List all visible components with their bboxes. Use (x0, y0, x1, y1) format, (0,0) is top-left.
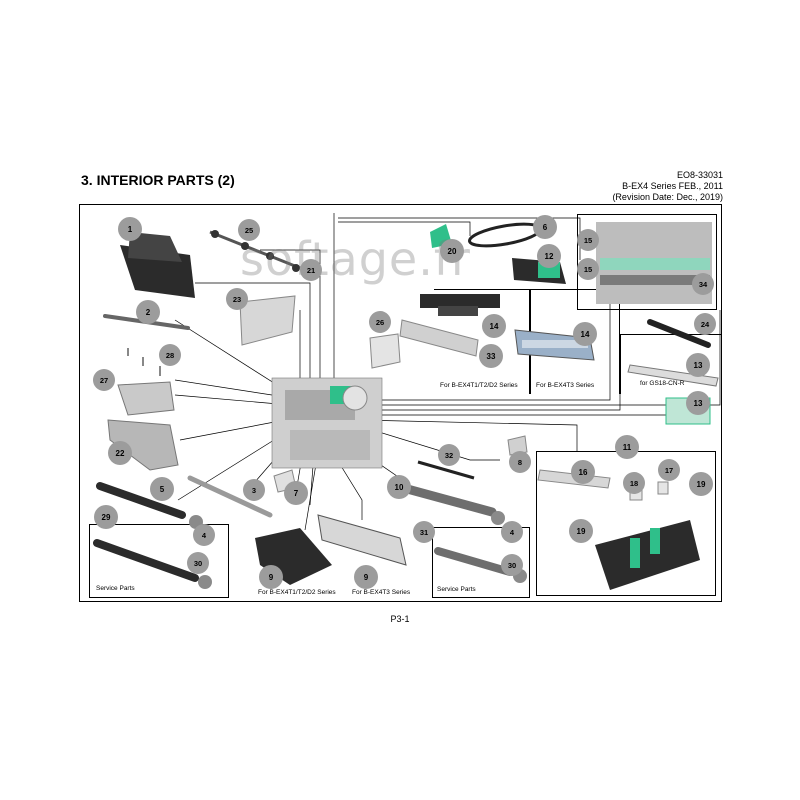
callout-22: 22 (108, 441, 132, 465)
part-10-roller (395, 482, 497, 517)
callout-2: 2 (136, 300, 160, 324)
part-13-comb (627, 364, 719, 387)
part-22-frame (107, 419, 179, 471)
part-25-shaft (209, 230, 301, 272)
detail-photo (596, 222, 712, 304)
callout-33: 33 (479, 344, 503, 368)
part-1-frame (120, 232, 195, 298)
callout-12: 12 (537, 244, 561, 268)
callout-4b: 4 (501, 521, 523, 543)
callout-9b: 9 (354, 565, 378, 589)
callout-13b: 13 (686, 391, 710, 415)
callout-14b: 14 (573, 322, 597, 346)
series-date: B-EX4 Series FEB., 2011 (622, 181, 723, 191)
watermark: softage.fr (240, 232, 471, 286)
callout-15a: 15 (577, 229, 599, 251)
callout-26: 26 (369, 311, 391, 333)
document-info: EO8-33031 B-EX4 Series FEB., 2011 (Revis… (612, 170, 723, 203)
service-roller-right (434, 547, 514, 576)
doc-number: EO8-33031 (676, 170, 723, 180)
revision-date: (Revision Date: Dec., 2019) (612, 192, 723, 202)
part-9-tray-t3 (317, 514, 407, 566)
callout-16: 16 (571, 460, 595, 484)
callout-3: 3 (243, 479, 265, 501)
callout-21: 21 (300, 259, 322, 281)
part-4-gear-right (491, 511, 505, 525)
callout-30a: 30 (187, 552, 209, 574)
part-8-clip (507, 435, 528, 456)
part-14-head-t1 (420, 294, 500, 316)
callout-15b: 15 (577, 258, 599, 280)
callout-18: 18 (623, 472, 645, 494)
part-23-plate (239, 295, 296, 346)
callout-8: 8 (509, 451, 531, 473)
note-ex4t3: For B-EX4T3 Series (536, 382, 595, 389)
subbox-service-left (89, 524, 229, 598)
callout-7: 7 (284, 481, 308, 505)
callout-19a: 19 (689, 472, 713, 496)
callout-20: 20 (440, 239, 464, 263)
callout-6: 6 (533, 215, 557, 239)
callout-30b: 30 (501, 554, 523, 576)
part-28-springs (127, 348, 161, 376)
callout-25: 25 (238, 219, 260, 241)
part-5-roller (96, 482, 186, 519)
callout-11: 11 (615, 435, 639, 459)
callout-17: 17 (658, 459, 680, 481)
subbox-gs18 (620, 334, 722, 394)
callout-14a: 14 (482, 314, 506, 338)
callout-4a: 4 (193, 524, 215, 546)
note-bottom-9a: For B-EX4T1/T2/D2 Series (258, 589, 336, 596)
service-roller-left (93, 539, 199, 582)
callout-29: 29 (94, 505, 118, 529)
callout-5: 5 (150, 477, 174, 501)
callout-34: 34 (692, 273, 714, 295)
callout-9a: 9 (259, 565, 283, 589)
note-gs18: for GS18-CN-R (640, 380, 685, 387)
page-title: 3. INTERIOR PARTS (2) (81, 172, 235, 188)
callout-28: 28 (159, 344, 181, 366)
part-27-bracket (117, 381, 175, 416)
callout-32: 32 (438, 444, 460, 466)
callout-1: 1 (118, 217, 142, 241)
part-3-rod (187, 475, 273, 518)
note-service-left: Service Parts (96, 585, 135, 592)
callout-10: 10 (387, 475, 411, 499)
subbox-service-right (432, 527, 530, 598)
gs18-assembly (537, 469, 700, 590)
part-33-platen (399, 319, 479, 357)
part-26-plate (369, 333, 401, 369)
note-service-right: Service Parts (437, 586, 476, 593)
main-mechanism (271, 377, 383, 469)
parts-diagram-frame (79, 204, 722, 602)
part-32-shaft (417, 460, 475, 480)
callout-19b: 19 (569, 519, 593, 543)
callout-13a: 13 (686, 353, 710, 377)
subbox-detail-15-34 (577, 214, 717, 310)
part-24-roller (647, 319, 711, 348)
callout-23: 23 (226, 288, 248, 310)
part-6-belt (468, 222, 542, 248)
note-ex4t1: For B-EX4T1/T2/D2 Series (440, 382, 518, 389)
note-bottom-9b: For B-EX4T3 Series (352, 589, 411, 596)
callout-24: 24 (694, 313, 716, 335)
part-30-gear-left (198, 575, 212, 589)
callout-31: 31 (413, 521, 435, 543)
callout-27: 27 (93, 369, 115, 391)
page-number: P3-1 (390, 614, 410, 624)
